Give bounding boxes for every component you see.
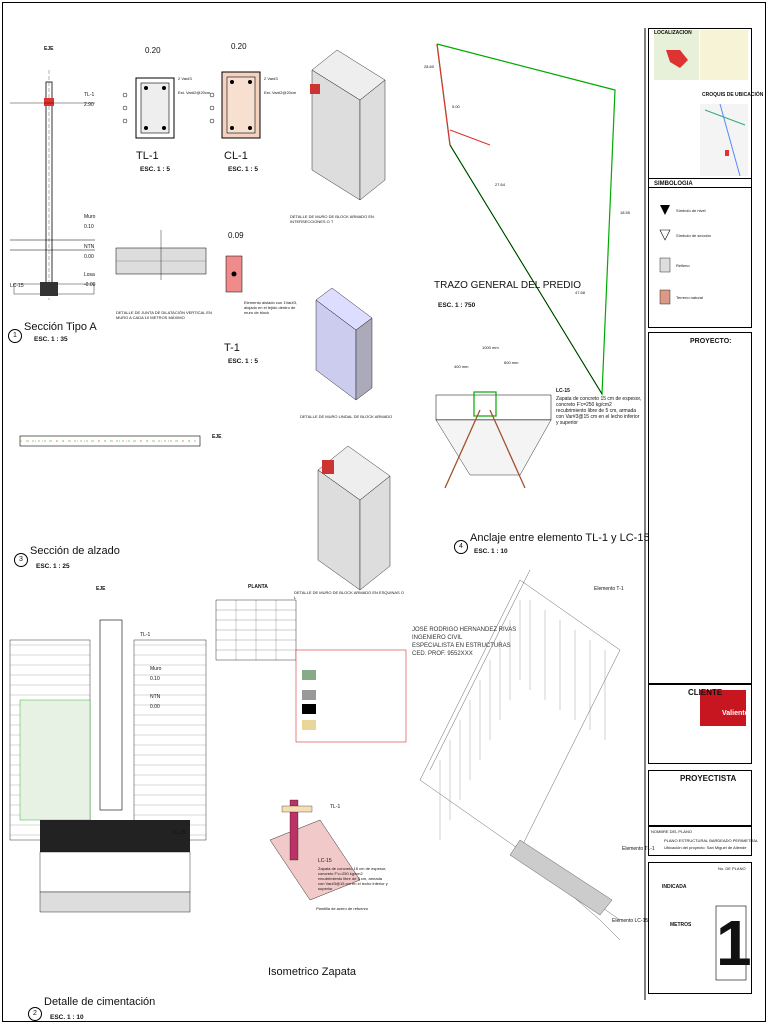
localizacion-label: LOCALIZACION — [654, 30, 692, 36]
elemento-lc15-label: Elemento LC-15 — [612, 918, 649, 924]
anclaje-dim-600: 600 mm — [504, 360, 519, 365]
nombre-plano-panel — [648, 826, 752, 856]
cl1-var-label: 2 Var#3 — [264, 76, 278, 81]
anclaje-dim-1000: 1000 mm — [482, 345, 499, 350]
unidades-metros: METROS — [670, 922, 692, 928]
section-2-scale: ESC. 1 : 10 — [50, 1014, 84, 1021]
losa-value: -0.00 — [84, 282, 96, 288]
anclaje-dim-400: 400 mm — [454, 364, 469, 369]
iso-lc15-label: LC-15 — [318, 858, 332, 864]
section-1-number: 1 — [8, 329, 22, 343]
muro-label: Muro — [84, 214, 96, 220]
isometrico-title: Isometrico Zapata — [268, 966, 357, 978]
trazo-scale: ESC. 1 : 750 — [438, 302, 476, 309]
anclaje-note: Zapata de concreto 15 cm de espesor, con… — [556, 396, 642, 426]
cl1-dim: 0.20 — [231, 42, 247, 51]
tl1-title: TL-1 — [136, 150, 159, 162]
ntn-label: NTN — [84, 244, 95, 250]
section-3-number: 3 — [14, 553, 28, 567]
interseccion-caption: DETALLE DE MURO DE BLOCK ARMADO EN INTER… — [290, 214, 374, 224]
section-2-number: 2 — [28, 1007, 42, 1021]
proyectista-panel — [648, 770, 752, 826]
lc15-label: LC-15 — [10, 283, 24, 289]
section-2-title: Detalle de cimentación — [44, 996, 156, 1008]
simbologia-item-4: Terreno natural — [676, 295, 703, 300]
simbologia-panel — [648, 178, 752, 328]
location-panel — [648, 28, 752, 188]
cim-tl1-label: TL-1 — [140, 632, 151, 638]
tl1-level-value: 2.90 — [84, 102, 94, 108]
trazo-dim-4: 18.55 — [620, 210, 631, 215]
cim-ntn-value: 0.00 — [150, 704, 160, 710]
elemento-tl1-label: Elemento TL-1 — [622, 846, 655, 852]
t1-dim: 0.09 — [228, 231, 244, 240]
nombre-plano-label: NOMBRE DEL PLANO — [651, 829, 692, 834]
escala-indicada: INDICADA — [662, 884, 687, 890]
section-1-scale: ESC. 1 : 35 — [34, 336, 68, 343]
no-plano-label: No. DE PLANO — [718, 866, 746, 871]
cl1-est-label: Est. Var#2@20cm — [264, 90, 297, 95]
ubicacion-value: Ubicación del proyecto: San Miguel de Al… — [664, 845, 747, 850]
trazo-dim-3: 27.64 — [495, 182, 506, 187]
losa-label: Losa — [84, 272, 95, 278]
simbologia-item-3: Relleno — [676, 263, 690, 268]
tl1-scale: ESC. 1 : 5 — [140, 166, 170, 173]
eje-label: EJE — [44, 46, 54, 52]
cl1-scale: ESC. 1 : 5 — [228, 166, 258, 173]
cim-muro-value: 0.10 — [150, 676, 160, 682]
proyecto-panel — [648, 332, 752, 684]
simbologia-item-1: Símbolo de nivel — [676, 208, 706, 213]
cliente-panel — [648, 684, 752, 764]
sheet-number: 1 — [716, 907, 752, 979]
tl1-est-label: Est. Var#2@20cm — [178, 90, 211, 95]
tl1-dim: 0.20 — [145, 46, 161, 55]
anclaje-lc15-label: LC-15 — [556, 388, 570, 394]
cim-muro-label: Muro — [150, 666, 162, 672]
cim-lc15-label: LC-15 — [172, 830, 186, 836]
plantilla-label: Plantilla de acero de refuerzo — [316, 906, 369, 911]
trazo-dim-5: 47.68 — [575, 290, 586, 295]
croquis-label: CROQUIS DE UBICACIÓN — [702, 92, 764, 98]
ntn-value: 0.00 — [84, 254, 94, 260]
iso-tl1-label: TL-1 — [330, 804, 341, 810]
tl1-var-label: 2 Var#3 — [178, 76, 192, 81]
lindal-caption: DETALLE DE MURO LINDAL DE BLOCK ARMADO — [300, 414, 393, 419]
section-3-title: Sección de alzado — [30, 545, 120, 557]
t1-note: Elemento aislado con 1Var#3, alojado en … — [244, 300, 298, 315]
elemento-t1-label: Elemento T-1 — [594, 586, 624, 592]
engineer-signature-text: JOSE RODRIGO HERNANDEZ RIVAS INGENIERO C… — [412, 627, 517, 657]
section-4-number: 4 — [454, 540, 468, 554]
cim-ntn-label: NTN — [150, 694, 161, 700]
section-1-title: Sección Tipo A — [24, 321, 97, 333]
section-3-scale: ESC. 1 : 25 — [36, 563, 70, 570]
cliente-label: CLIENTE — [688, 688, 723, 697]
trazo-dim-2: 5.00 — [452, 104, 460, 109]
section-4-title: Anclaje entre elemento TL-1 y LC-15 — [470, 532, 650, 544]
esquinas-caption: DETALLE DE MURO DE BLOCK ARMADO EN ESQUI… — [294, 590, 404, 600]
t1-scale: ESC. 1 : 5 — [228, 358, 258, 365]
trazo-dim-1: 28.60 — [424, 64, 435, 69]
cl1-title: CL-1 — [224, 150, 248, 162]
section-4-scale: ESC. 1 : 10 — [474, 548, 508, 555]
plano-numero-panel — [648, 862, 752, 994]
tl1-level-label: TL-1 — [84, 92, 95, 98]
cliente-logo-text: Valiente — [722, 710, 749, 717]
simbologia-item-2: Símbolo de sección — [676, 233, 711, 238]
trazo-title: TRAZO GENERAL DEL PREDIO — [434, 280, 582, 291]
nombre-plano-value: PLANO ESTRUCTURAL BARDEADO PERIMETRAL — [664, 838, 759, 843]
eje-label-cim: EJE — [96, 586, 106, 592]
proyecto-label: PROYECTO: — [690, 338, 732, 345]
iso-lc15-note: Zapata de concreto 15 cm de espesor, con… — [318, 866, 388, 891]
simbologia-label: SIMBOLOGIA — [654, 181, 693, 187]
proyectista-label: PROYECTISTA — [680, 774, 737, 783]
t1-title: T-1 — [224, 342, 240, 354]
eje-label-alzado: EJE — [212, 434, 222, 440]
muro-value: 0.10 — [84, 224, 94, 230]
junta-caption: DETALLE DE JUNTA DE DILATACIÓN VERTICAL … — [116, 310, 212, 320]
planta-label: PLANTA — [248, 584, 268, 590]
